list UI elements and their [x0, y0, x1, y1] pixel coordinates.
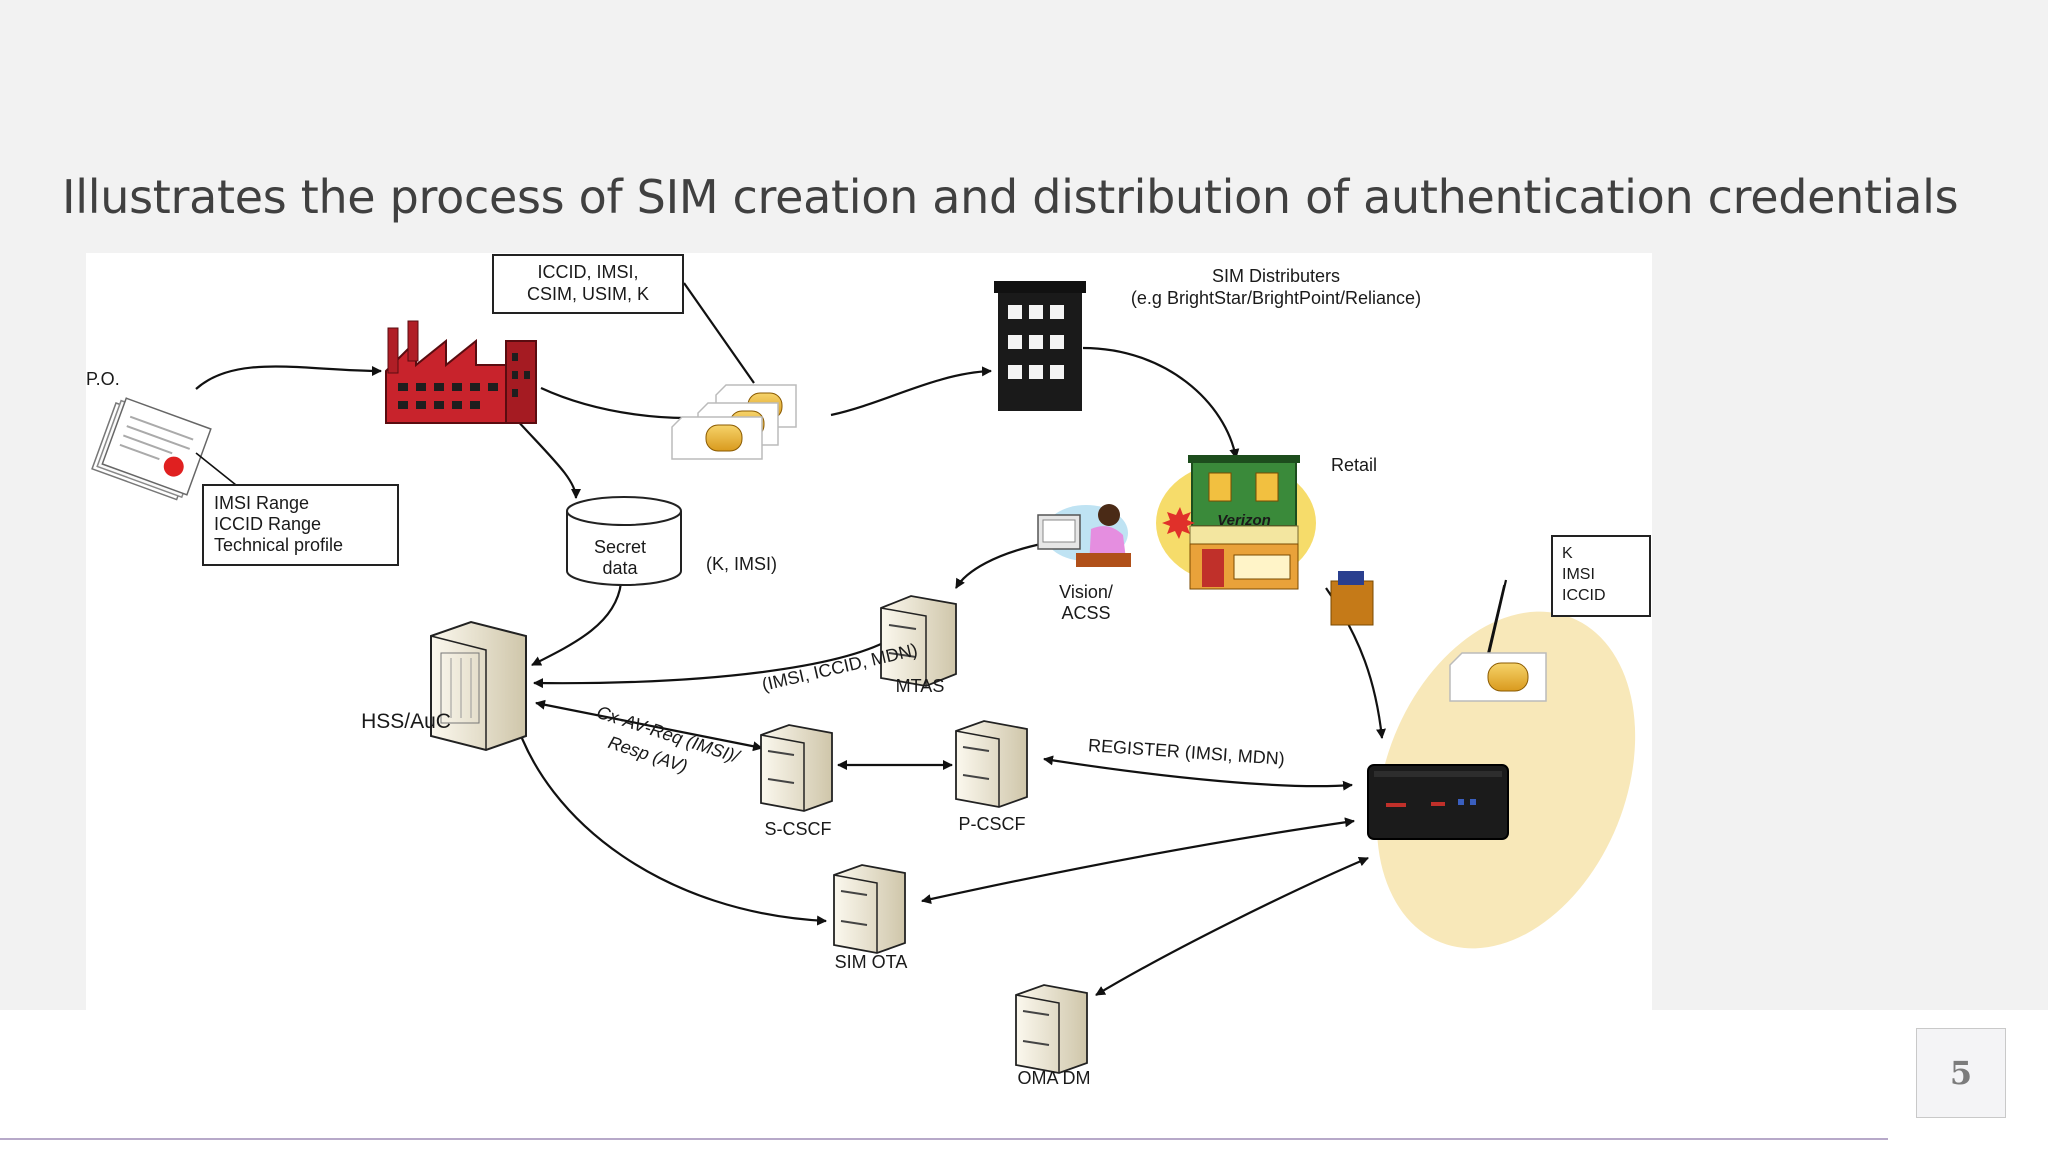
s-cscf-label: S-CSCF	[765, 819, 832, 839]
device-iccid: ICCID	[1562, 587, 1606, 604]
po-callout: IMSI Range ICCID Range Technical profile	[202, 484, 399, 566]
starburst-icon	[1162, 507, 1195, 539]
hss-label: HSS/AuC	[361, 710, 451, 733]
register-label: REGISTER (IMSI, MDN)	[1087, 735, 1285, 769]
connectors	[195, 282, 1508, 996]
server-icon-mtas	[880, 595, 957, 687]
credentials-line-1: ICCID, IMSI,	[537, 262, 638, 282]
modem-device-icon	[1367, 764, 1509, 840]
sim-ota-label: SIM OTA	[835, 952, 908, 972]
retail-label: Retail	[1331, 455, 1377, 475]
sim-distributers-examples: (e.g BrightStar/BrightPoint/Reliance)	[1131, 288, 1421, 308]
operator-icon	[1037, 504, 1131, 567]
server-icon-s-cscf	[760, 724, 833, 812]
k-imsi-label: (K, IMSI)	[706, 554, 777, 574]
vision-line-1: Vision/	[1059, 582, 1113, 602]
po-line-1: IMSI Range	[214, 493, 309, 513]
secret-data-line-2: data	[602, 558, 638, 578]
vision-line-2: ACSS	[1061, 603, 1110, 623]
verizon-sign: Verizon	[1217, 512, 1271, 529]
store-icon	[1156, 455, 1316, 590]
po-line-2: ICCID Range	[214, 514, 321, 534]
oma-dm-label: OMA DM	[1017, 1068, 1090, 1088]
building-icon	[994, 281, 1086, 411]
sim-distribution-diagram: ICCID, IMSI, CSIM, USIM, K P.O. IMSI Ran…	[86, 253, 1652, 1123]
device-k: K	[1562, 545, 1573, 562]
page-number: 5	[1916, 1028, 2006, 1118]
server-icon-hss	[430, 620, 527, 752]
server-icon-oma-dm	[1015, 984, 1088, 1074]
document-icon	[91, 397, 212, 501]
p-cscf-label: P-CSCF	[959, 814, 1026, 834]
shopping-bag-icon	[1330, 571, 1374, 626]
device-credentials-callout: K IMSI ICCID	[1551, 535, 1651, 617]
po-line-3: Technical profile	[214, 535, 343, 555]
mtas-label: MTAS	[896, 676, 945, 696]
sim-card-icon-device	[1449, 652, 1547, 702]
footer-divider	[0, 1138, 1888, 1140]
sim-distributers-title: SIM Distributers	[1212, 266, 1340, 286]
credentials-line-2: CSIM, USIM, K	[527, 284, 649, 304]
server-icon-sim-ota	[833, 864, 906, 954]
sim-card-icon	[671, 384, 797, 460]
factory-icon	[385, 320, 537, 424]
secret-data-line-1: Secret	[594, 537, 646, 557]
po-label: P.O.	[86, 369, 120, 389]
server-icon-p-cscf	[955, 720, 1028, 808]
slide-title: Illustrates the process of SIM creation …	[62, 170, 1959, 224]
credentials-callout: ICCID, IMSI, CSIM, USIM, K	[492, 254, 684, 314]
device-imsi: IMSI	[1562, 566, 1595, 583]
database-icon	[566, 496, 682, 586]
